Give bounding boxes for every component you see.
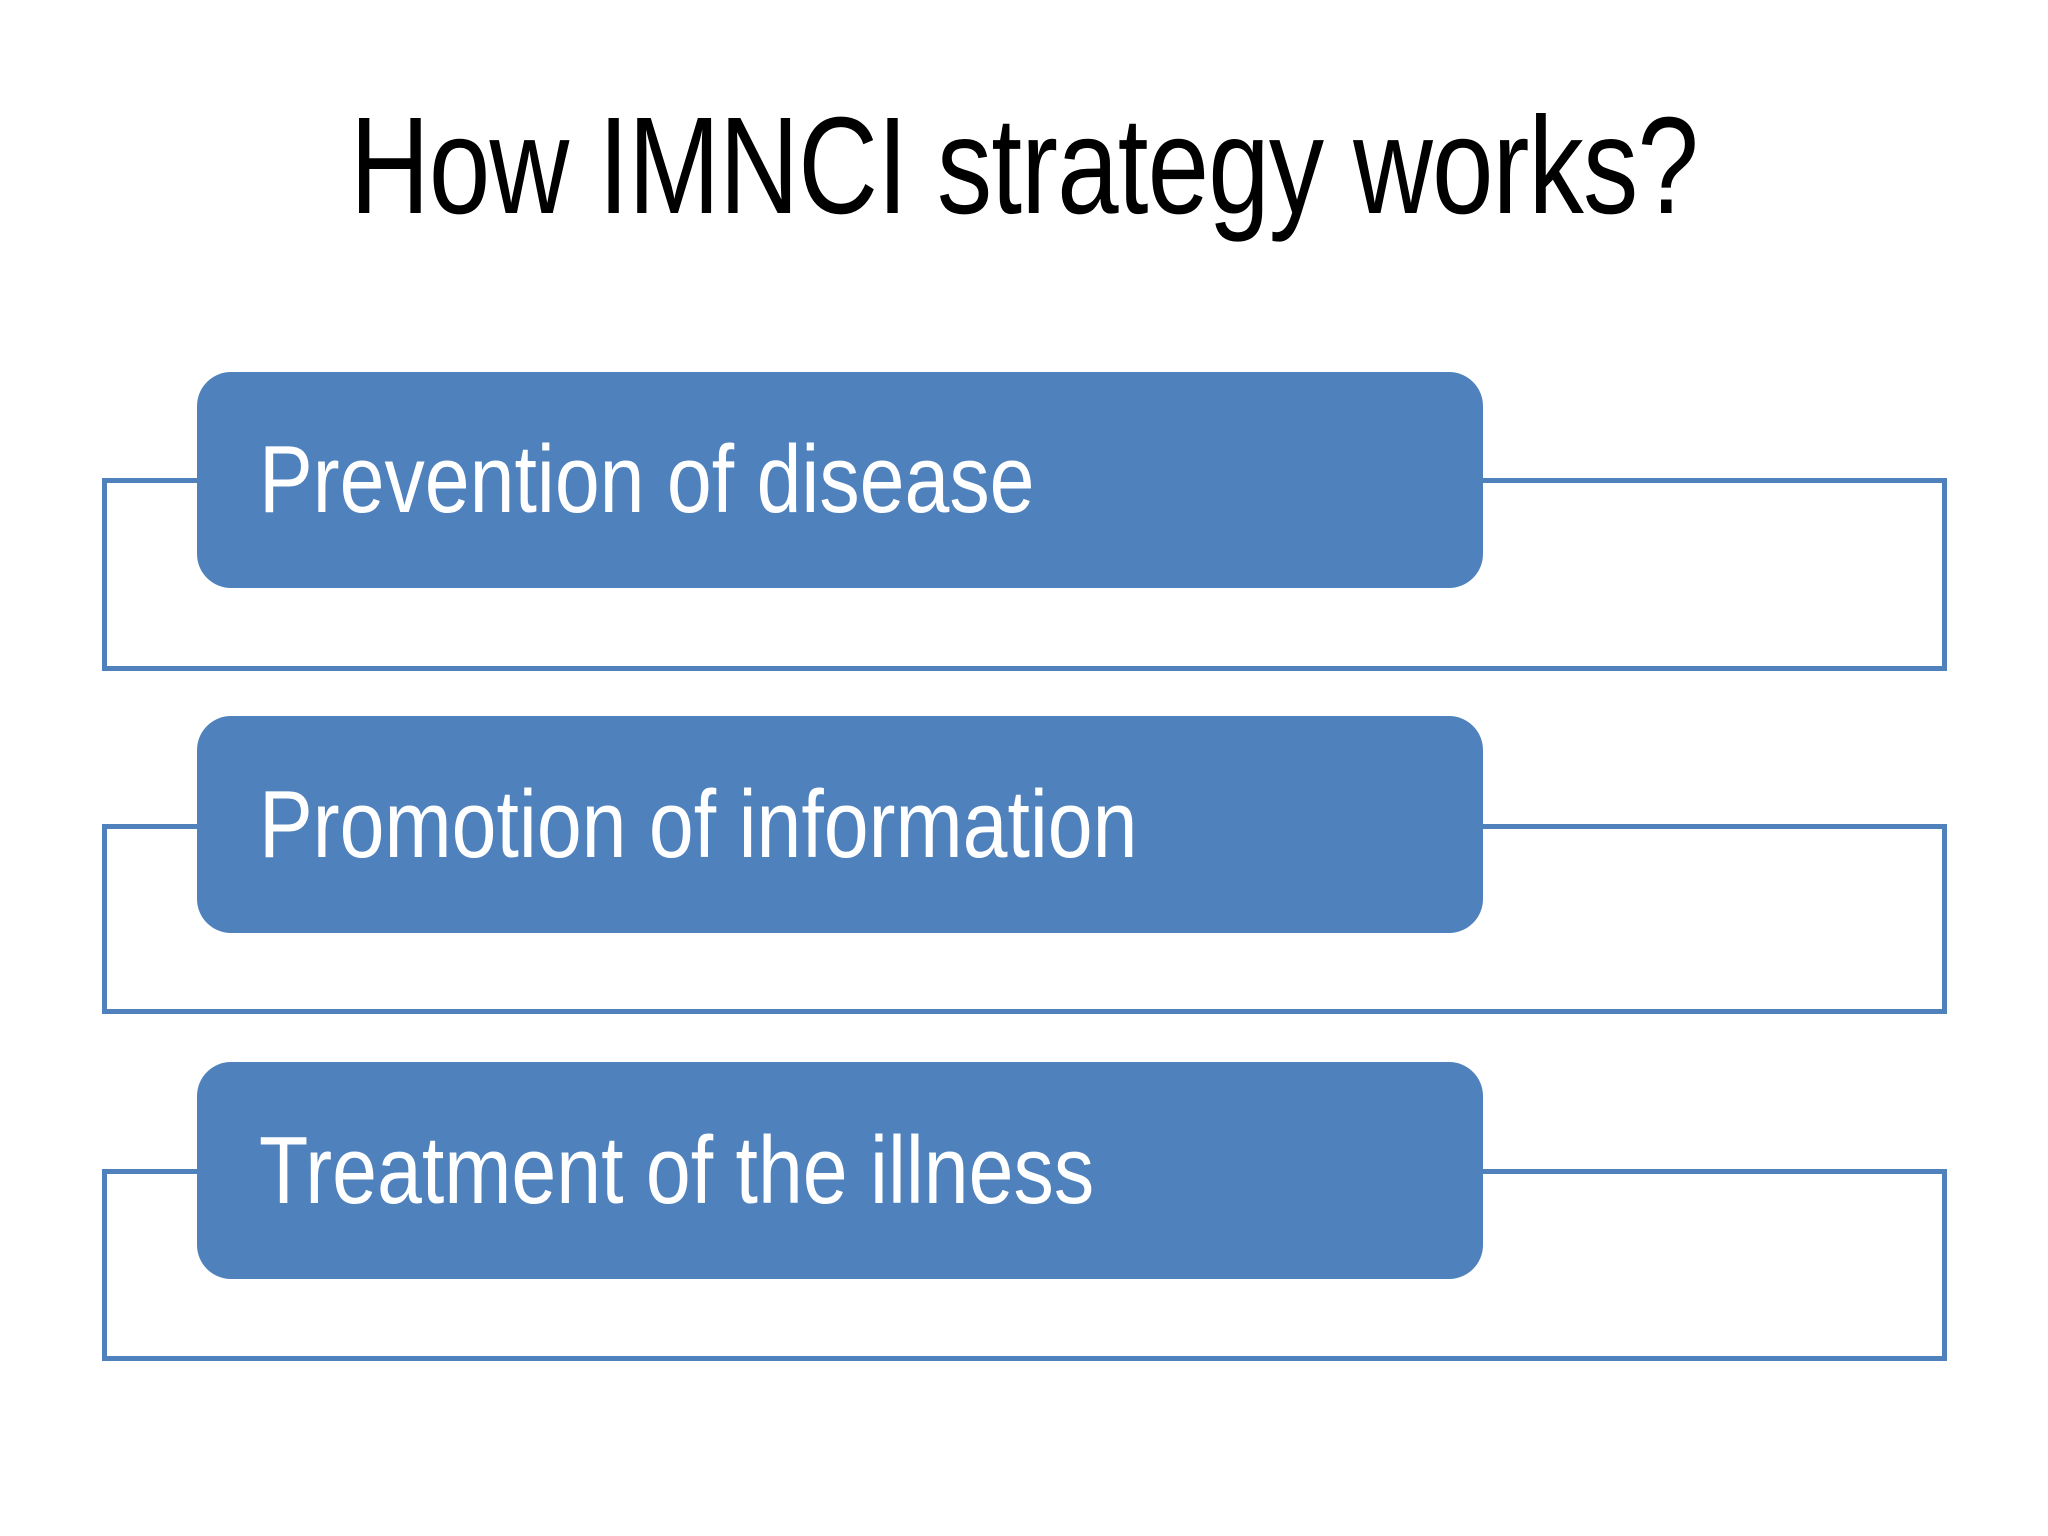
chip-treatment-of-the-illness[interactable]: Treatment of the illness	[197, 1062, 1483, 1279]
page-title: How IMNCI strategy works?	[349, 89, 1699, 243]
chip-promotion-of-information[interactable]: Promotion of information	[197, 716, 1483, 933]
chip-label-2: Promotion of information	[259, 770, 1138, 878]
chip-label-3: Treatment of the illness	[259, 1116, 1095, 1224]
chip-label-1: Prevention of disease	[259, 426, 1035, 533]
chip-prevention-of-disease[interactable]: Prevention of disease	[197, 372, 1483, 588]
